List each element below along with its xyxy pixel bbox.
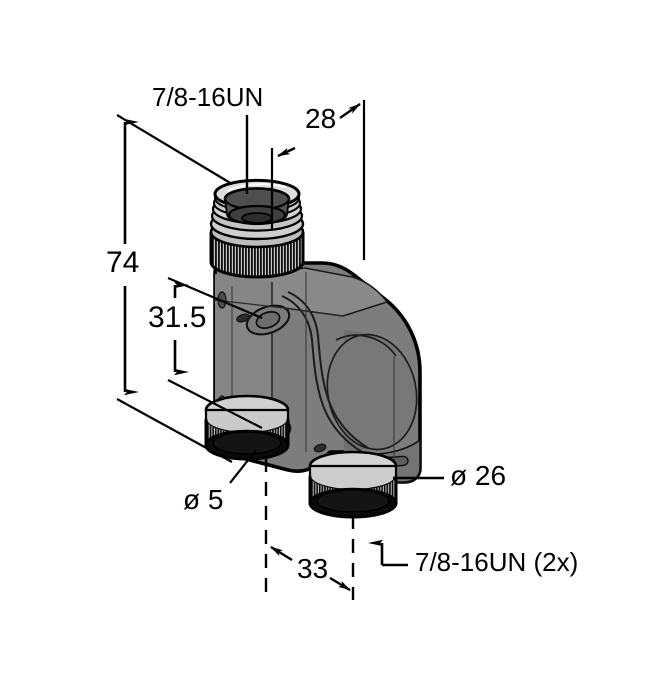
left-nut-bottom-inner <box>212 431 282 455</box>
top-knurl-outline <box>209 232 305 279</box>
dimension-label-dia-5: ø 5 <box>183 484 224 515</box>
body-seam-inner <box>281 295 363 453</box>
callout-thread-bottom <box>382 543 408 567</box>
leader-dia-5 <box>229 449 257 484</box>
dimension-33 <box>264 458 355 600</box>
callout-label-thread-bottom: 7/8-16UN (2x) <box>415 547 579 577</box>
pin-mark-upper <box>236 313 250 323</box>
top-contact-pin <box>241 212 273 224</box>
top-rim-highlight <box>227 183 287 192</box>
upper-boss <box>245 304 291 336</box>
bottom-right-port <box>308 450 398 519</box>
bottom-left-port <box>204 394 290 461</box>
dimension-31-5 <box>167 276 263 429</box>
dimension-28 <box>270 100 366 260</box>
dimension-label-33: 33 <box>297 553 329 584</box>
right-nut-bottom-inner <box>316 489 390 513</box>
callout-label-thread-top: 7/8-16UN <box>152 82 264 112</box>
top-port <box>209 178 305 279</box>
body-seam-outer <box>287 291 369 449</box>
pin-mark-right <box>313 443 327 453</box>
dimension-label-31-5: 31.5 <box>148 301 207 334</box>
dimension-label-74: 74 <box>106 246 140 279</box>
dimension-74 <box>116 114 233 463</box>
elbow-boss-highlight <box>335 334 397 357</box>
dimension-label-dia-26: ø 26 <box>450 460 507 491</box>
body-facet-fold <box>214 299 344 317</box>
dimension-label-28: 28 <box>305 103 337 134</box>
